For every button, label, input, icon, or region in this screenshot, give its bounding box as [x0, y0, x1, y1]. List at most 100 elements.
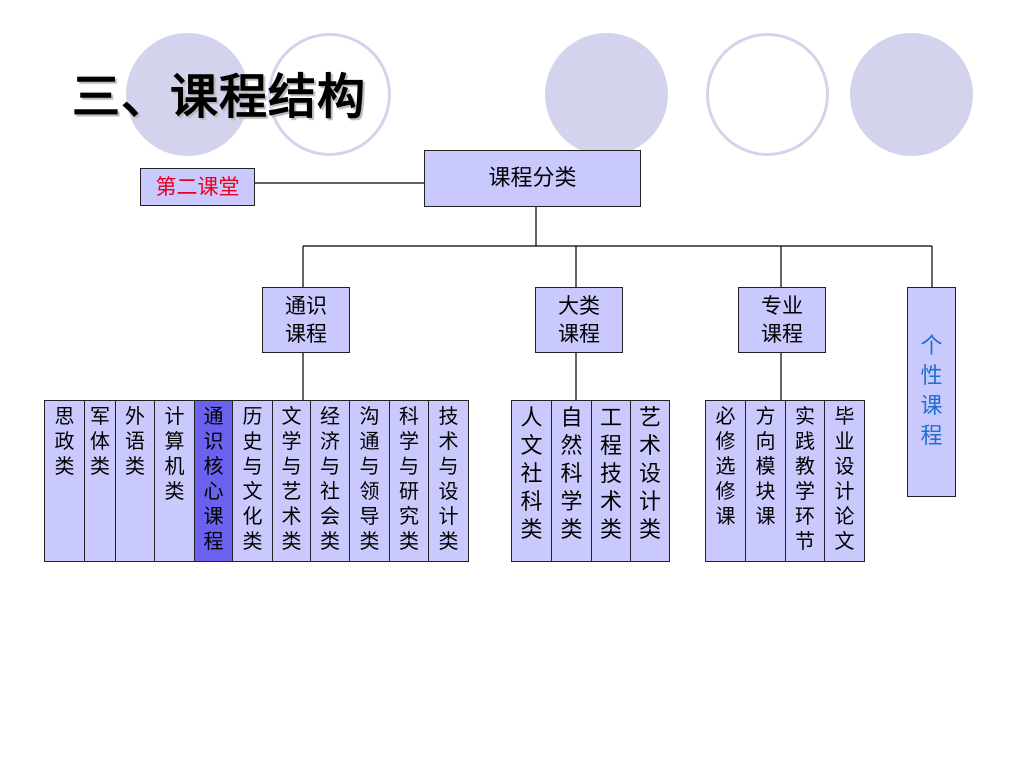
major-leaf-3: 毕业设计论文 [824, 400, 865, 562]
leaf-char: 设 [438, 479, 459, 503]
leaf-char: 艺 [281, 479, 302, 503]
decor-circle-3 [545, 33, 668, 156]
leaf-char: 与 [359, 454, 380, 478]
leaf-char: 政 [54, 429, 75, 453]
leaf-char: 方 [755, 404, 776, 428]
leaf-char: 学 [399, 429, 419, 453]
leaf-char: 类 [438, 529, 459, 553]
personal-course-label: 个性课程 [920, 334, 943, 449]
general-leaf-10: 技术与设计类 [428, 400, 469, 562]
leaf-char: 科 [560, 462, 583, 487]
leaf-char: 类 [520, 518, 543, 543]
leaf-char: 史 [242, 429, 263, 453]
leaf-char: 经 [320, 404, 340, 428]
leaf-char: 军 [90, 404, 110, 428]
leaf-char: 技 [438, 404, 459, 428]
leaf-char: 类 [281, 529, 302, 553]
leaf-char: 与 [242, 454, 263, 478]
leaf-char: 术 [438, 429, 459, 453]
broad-leaf-3: 艺术设计类 [630, 400, 670, 562]
leaf-char: 术 [638, 434, 661, 459]
leaf-char: 学 [560, 490, 583, 515]
decor-circle-2 [268, 33, 391, 156]
major-course-node: 专业 课程 [738, 287, 826, 353]
broad-course-label: 大类 课程 [558, 294, 600, 346]
leaf-char: 思 [54, 404, 75, 428]
leaf-char: 类 [320, 529, 340, 553]
leaf-char: 机 [164, 454, 185, 478]
leaf-char: 通 [203, 404, 224, 428]
general-leaf-8: 沟通与领导类 [349, 400, 390, 562]
leaf-char: 类 [638, 518, 661, 543]
leaf-char: 体 [90, 429, 110, 453]
second-classroom-label: 第二课堂 [155, 175, 240, 199]
decor-circle-1 [126, 33, 249, 156]
leaf-char: 语 [125, 429, 145, 453]
leaf-char: 社 [520, 462, 543, 487]
leaf-char: 选 [715, 454, 736, 478]
leaf-char: 导 [359, 504, 380, 528]
leaf-char: 化 [242, 504, 263, 528]
leaf-char: 节 [795, 529, 815, 553]
leaf-char: 外 [125, 404, 145, 428]
leaf-char: 设 [834, 454, 855, 478]
leaf-char: 文 [834, 529, 855, 553]
leaf-char: 技 [599, 462, 622, 487]
leaf-char: 程 [599, 434, 622, 459]
leaf-char: 与 [281, 454, 302, 478]
leaf-char: 类 [164, 479, 185, 503]
general-leaf-3: 计算机类 [154, 400, 195, 562]
general-leaf-7: 经济与社会类 [310, 400, 350, 562]
leaf-char: 术 [599, 490, 622, 515]
leaf-char: 课 [755, 504, 776, 528]
leaf-char: 模 [755, 454, 776, 478]
root-node-label: 课程分类 [488, 165, 577, 191]
general-leaf-0: 思政类 [44, 400, 85, 562]
leaf-char: 计 [638, 490, 661, 515]
leaf-char: 科 [520, 490, 543, 515]
leaf-char: 教 [795, 454, 815, 478]
leaf-char: 识 [203, 429, 224, 453]
leaf-char: 程 [203, 529, 224, 553]
leaf-char: 实 [795, 404, 815, 428]
leaf-char: 文 [242, 479, 263, 503]
major-leaf-2: 实践教学环节 [785, 400, 825, 562]
leaf-char: 学 [795, 479, 815, 503]
leaf-char: 业 [834, 429, 855, 453]
major-leaf-0: 必修选修课 [705, 400, 746, 562]
leaf-char: 沟 [359, 404, 380, 428]
leaf-char: 究 [399, 504, 419, 528]
leaf-char: 向 [755, 429, 776, 453]
leaf-char: 自 [560, 406, 583, 431]
leaf-char: 计 [164, 404, 185, 428]
leaf-char: 算 [164, 429, 185, 453]
leaf-char: 类 [560, 518, 583, 543]
leaf-char: 类 [242, 529, 263, 553]
leaf-char: 通 [359, 429, 380, 453]
leaf-char: 类 [399, 529, 419, 553]
leaf-char: 毕 [834, 404, 855, 428]
leaf-char: 课 [715, 504, 736, 528]
leaf-char: 践 [795, 429, 815, 453]
general-leaf-6: 文学与艺术类 [272, 400, 311, 562]
leaf-char: 块 [755, 479, 776, 503]
leaf-char: 文 [281, 404, 302, 428]
decor-circle-4 [706, 33, 829, 156]
broad-course-node: 大类 课程 [535, 287, 623, 353]
leaf-char: 与 [399, 454, 419, 478]
personal-course-node: 个性课程 [907, 287, 956, 497]
leaf-char: 术 [281, 504, 302, 528]
leaf-char: 类 [359, 529, 380, 553]
leaf-char: 学 [281, 429, 302, 453]
general-course-label: 通识 课程 [285, 294, 327, 346]
leaf-char: 人 [520, 406, 543, 431]
leaf-char: 工 [599, 406, 622, 431]
root-node-course-classification: 课程分类 [424, 150, 641, 207]
leaf-char: 课 [203, 504, 224, 528]
leaf-char: 艺 [638, 406, 661, 431]
leaf-char: 类 [125, 454, 145, 478]
leaf-char: 会 [320, 504, 340, 528]
leaf-char: 领 [359, 479, 380, 503]
leaf-char: 核 [203, 454, 224, 478]
